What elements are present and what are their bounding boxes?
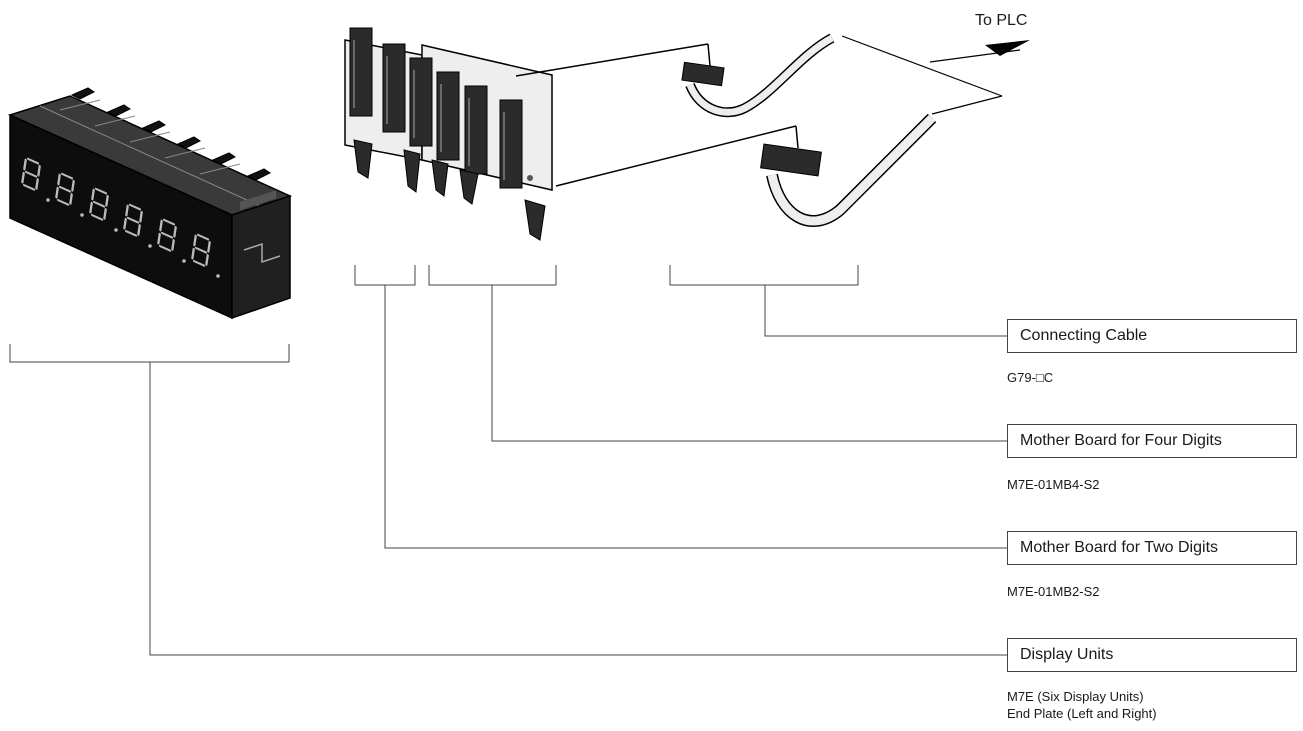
mother-board-four-model: M7E-01MB4-S2: [1007, 477, 1100, 492]
mother-board-two-model: M7E-01MB2-S2: [1007, 584, 1100, 599]
callout-leaders: [9, 265, 1007, 656]
mother-board-four-label: Mother Board for Four Digits: [1007, 424, 1297, 458]
display-units-model-line-1: M7E (Six Display Units): [1007, 689, 1144, 704]
connecting-cable-label: Connecting Cable: [1007, 319, 1297, 353]
mother-board-two-label: Mother Board for Two Digits: [1007, 531, 1297, 565]
arrow-to-plc-icon: [985, 40, 1030, 56]
display-units-illustration: [7, 87, 293, 320]
connecting-cable-model: G79-□C: [1007, 370, 1054, 385]
display-units-label: Display Units: [1007, 638, 1297, 672]
mother-boards-illustration: [344, 27, 553, 241]
to-plc-label: To PLC: [975, 12, 1028, 29]
connecting-cables-illustration: [515, 33, 1021, 227]
display-units-model-line-2: End Plate (Left and Right): [1007, 706, 1157, 721]
